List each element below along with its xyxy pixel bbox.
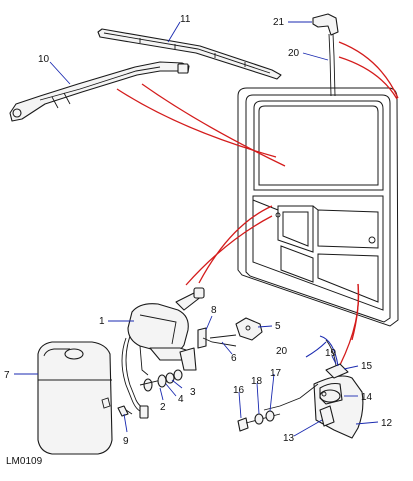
callout-12: 12 bbox=[381, 418, 393, 429]
callout-21: 21 bbox=[273, 17, 285, 28]
wiper-motor bbox=[121, 287, 205, 419]
callout-7: 7 bbox=[4, 370, 10, 381]
callout-4: 4 bbox=[178, 394, 184, 405]
callout-16: 16 bbox=[233, 385, 245, 396]
wiper-blade bbox=[97, 28, 282, 80]
guide-lines bbox=[116, 41, 399, 366]
callout-18: 18 bbox=[251, 376, 263, 387]
mounting-bracket bbox=[197, 317, 263, 349]
callout-15: 15 bbox=[361, 361, 373, 372]
washer-pump-bracket bbox=[313, 363, 364, 439]
callout-17: 17 bbox=[270, 368, 282, 379]
callout-2: 2 bbox=[160, 402, 166, 413]
callout-20-top: 20 bbox=[288, 48, 300, 59]
screw bbox=[117, 405, 133, 417]
rear-door-frame bbox=[237, 87, 399, 327]
callout-11: 11 bbox=[180, 14, 191, 25]
callout-3: 3 bbox=[190, 387, 196, 398]
leader-lines bbox=[14, 21, 379, 437]
callout-8: 8 bbox=[211, 305, 217, 316]
callout-1: 1 bbox=[99, 316, 105, 327]
callout-14: 14 bbox=[361, 392, 373, 403]
callout-10: 10 bbox=[38, 54, 50, 65]
callout-9: 9 bbox=[123, 436, 129, 447]
callout-20: 20 bbox=[276, 346, 288, 357]
washer-jet bbox=[312, 13, 339, 97]
callout-19: 19 bbox=[325, 348, 337, 359]
pump-fixings bbox=[237, 410, 281, 432]
callout-6: 6 bbox=[231, 353, 237, 364]
callout-labels: 11 10 21 20 1 8 5 6 3 4 2 7 9 20 19 15 1… bbox=[4, 14, 393, 467]
diagram-code: LM0109 bbox=[6, 456, 43, 467]
callout-13: 13 bbox=[283, 433, 295, 444]
wiper-arm bbox=[9, 61, 190, 122]
callout-5: 5 bbox=[275, 321, 281, 332]
washer-reservoir bbox=[37, 341, 113, 455]
